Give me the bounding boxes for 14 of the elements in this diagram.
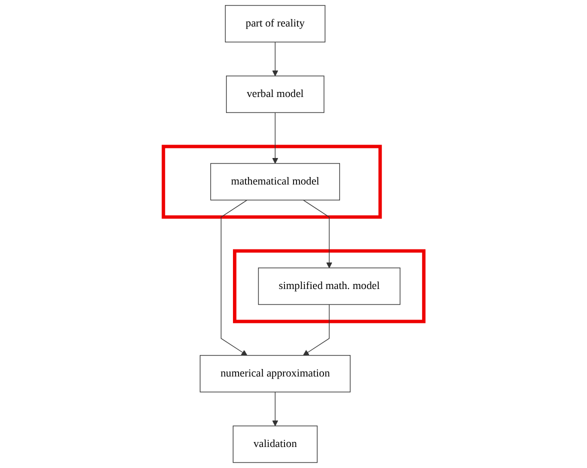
node-box: simplified math. model [258, 268, 400, 305]
node-box: part of reality [224, 5, 326, 42]
node-box: verbal model [226, 76, 324, 113]
arrow [220, 200, 248, 356]
node-box: numerical approximation [200, 355, 350, 392]
arrow [272, 392, 278, 426]
arrow [272, 112, 278, 164]
arrow [272, 42, 278, 76]
arrow [302, 200, 332, 268]
arrow [302, 304, 330, 356]
node-box: mathematical model [210, 163, 340, 200]
cluster [232, 249, 426, 324]
cluster [162, 144, 382, 219]
node-box: validation [232, 426, 318, 463]
